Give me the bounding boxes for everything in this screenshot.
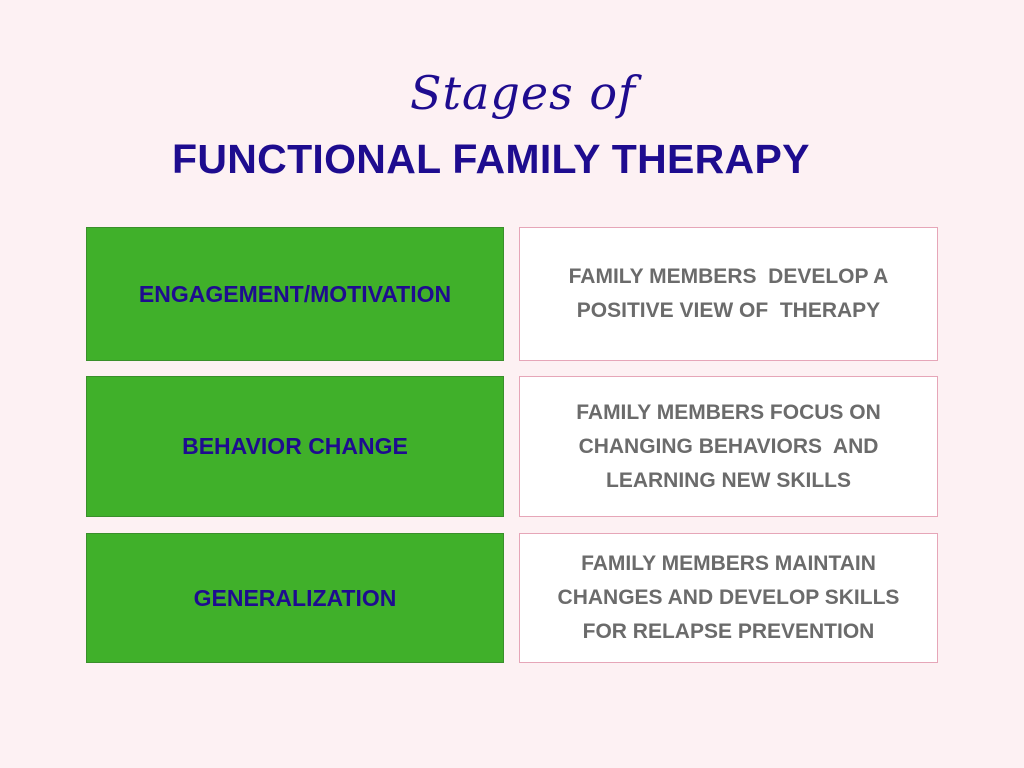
description-box-generalization: FAMILY MEMBERS MAINTAIN CHANGES AND DEVE…	[519, 533, 938, 663]
description-box-behavior-change: FAMILY MEMBERS FOCUS ON CHANGING BEHAVIO…	[519, 376, 938, 517]
description-line: FAMILY MEMBERS MAINTAIN	[581, 552, 876, 575]
description-line: FOR RELAPSE PREVENTION	[582, 620, 875, 643]
description-line: FAMILY MEMBERS DEVELOP A	[568, 265, 889, 288]
description-line: FAMILY MEMBERS FOCUS ON	[576, 400, 881, 424]
stage-label: GENERALIZATION	[193, 584, 397, 611]
description-line: CHANGES AND DEVELOP SKILLS	[557, 586, 900, 609]
description-line: LEARNING NEW SKILLS	[606, 468, 851, 492]
description-line: POSITIVE VIEW OF THERAPY	[576, 299, 881, 322]
stage-label: ENGAGEMENT/MOTIVATION	[138, 280, 452, 307]
description-text: FAMILY MEMBERS DEVELOP A POSITIVE VIEW O…	[569, 260, 889, 328]
subtitle-script: Stages of	[410, 66, 637, 120]
description-line: CHANGING BEHAVIORS AND	[578, 434, 879, 458]
page-title: FUNCTIONAL FAMILY THERAPY	[172, 136, 810, 182]
description-text: FAMILY MEMBERS MAINTAIN CHANGES AND DEVE…	[558, 547, 900, 649]
description-text: FAMILY MEMBERS FOCUS ON CHANGING BEHAVIO…	[576, 396, 881, 498]
stage-label: BEHAVIOR CHANGE	[182, 433, 408, 459]
description-box-engagement: FAMILY MEMBERS DEVELOP A POSITIVE VIEW O…	[519, 227, 938, 361]
stage-box-engagement: ENGAGEMENT/MOTIVATION	[86, 227, 504, 361]
stage-box-behavior-change: BEHAVIOR CHANGE	[86, 376, 504, 517]
stage-box-generalization: GENERALIZATION	[86, 533, 504, 663]
